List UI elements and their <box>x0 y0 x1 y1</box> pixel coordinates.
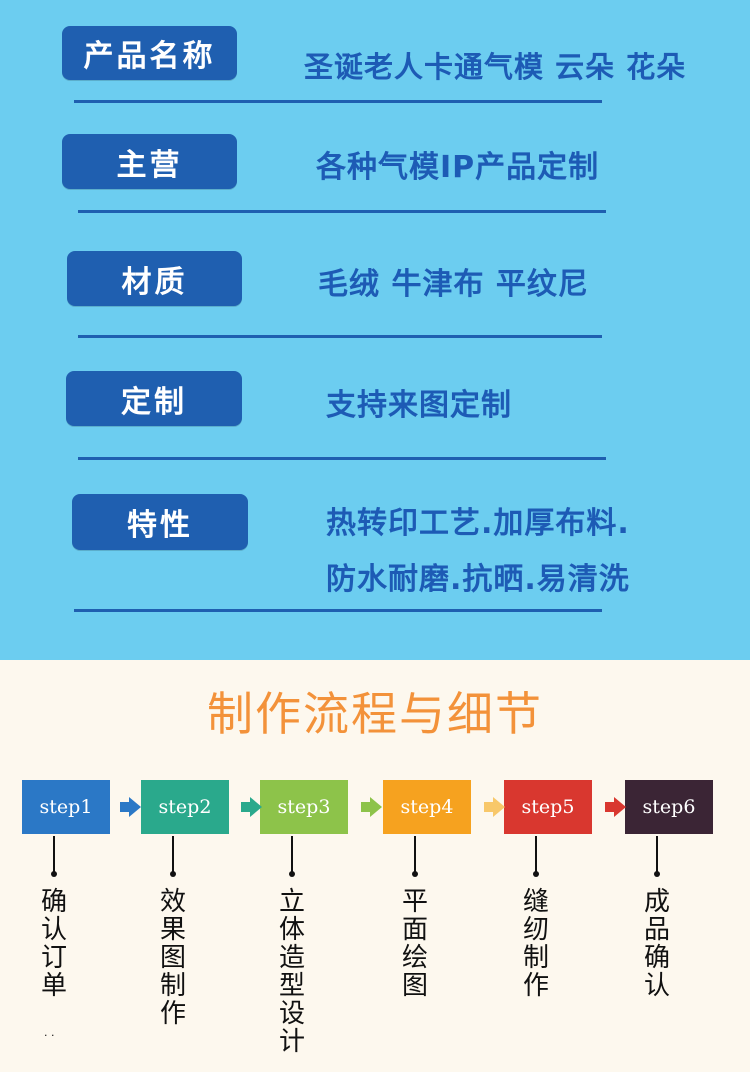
spec-divider-4 <box>78 457 606 460</box>
step-box-5: step5 <box>504 780 592 834</box>
step-dot-5 <box>533 871 539 877</box>
spec-label-material: 材质 <box>67 251 242 306</box>
step-arrow-icon-4 <box>493 797 505 817</box>
spec-divider-1 <box>74 100 602 103</box>
step-box-1: step1 <box>22 780 110 834</box>
spec-value-main-business: 各种气模IP产品定制 <box>316 150 600 185</box>
spec-value-features-line2: 防水耐磨.抗晒.易清洗 <box>326 562 630 597</box>
step-arrow-shaft-4 <box>484 802 493 812</box>
step-box-3: step3 <box>260 780 348 834</box>
step-desc-3: 立体造型设计 <box>278 887 305 1057</box>
spec-panel: 产品名称 圣诞老人卡通气模 云朵 花朵 主营 各种气模IP产品定制 材质 毛绒 … <box>0 0 750 660</box>
step-arrow-shaft-2 <box>241 802 250 812</box>
step-arrow-shaft-5 <box>605 802 614 812</box>
spec-value-customization: 支持来图定制 <box>326 388 512 423</box>
step-arrow-icon-2 <box>250 797 262 817</box>
step-arrow-shaft-3 <box>361 802 370 812</box>
step-box-2: step2 <box>141 780 229 834</box>
spec-label-customization: 定制 <box>66 371 242 426</box>
process-title: 制作流程与细节 <box>207 687 543 741</box>
step-dot-1 <box>51 871 57 877</box>
step-connector-4 <box>414 836 416 874</box>
step1-ellipsis: . . <box>44 1026 55 1039</box>
spec-value-features-line1: 热转印工艺.加厚布料. <box>326 506 630 541</box>
step-arrow-icon-3 <box>370 797 382 817</box>
spec-divider-5 <box>74 609 602 612</box>
spec-label-features: 特性 <box>72 494 248 550</box>
step-desc-2: 效果图制作 <box>159 887 186 1029</box>
step-desc-6: 成品确认 <box>643 887 670 1001</box>
spec-label-product-name: 产品名称 <box>62 26 237 80</box>
step-box-4: step4 <box>383 780 471 834</box>
process-section: 制作流程与细节 step1 确认订单 step2 效果图制作 step3 立体造型设计 st… <box>0 660 750 1072</box>
step-connector-2 <box>172 836 174 874</box>
spec-divider-3 <box>78 335 602 338</box>
step-dot-3 <box>289 871 295 877</box>
step-connector-6 <box>656 836 658 874</box>
spec-divider-2 <box>78 210 606 213</box>
step-arrow-shaft-1 <box>120 802 129 812</box>
step-desc-1: 确认订单 <box>40 887 67 1001</box>
step-connector-5 <box>535 836 537 874</box>
spec-value-product-name: 圣诞老人卡通气模 云朵 花朵 <box>304 50 687 84</box>
step-dot-2 <box>170 871 176 877</box>
step-box-6: step6 <box>625 780 713 834</box>
step-connector-3 <box>291 836 293 874</box>
step-connector-1 <box>53 836 55 874</box>
step-arrow-icon-1 <box>129 797 141 817</box>
spec-label-main-business: 主营 <box>62 134 237 189</box>
spec-value-material: 毛绒 牛津布 平纹尼 <box>318 267 589 302</box>
step-arrow-icon-5 <box>614 797 626 817</box>
step-dot-6 <box>654 871 660 877</box>
step-dot-4 <box>412 871 418 877</box>
step-desc-5: 缝纫制作 <box>522 887 549 1001</box>
step-desc-4: 平面绘图 <box>401 887 428 1001</box>
